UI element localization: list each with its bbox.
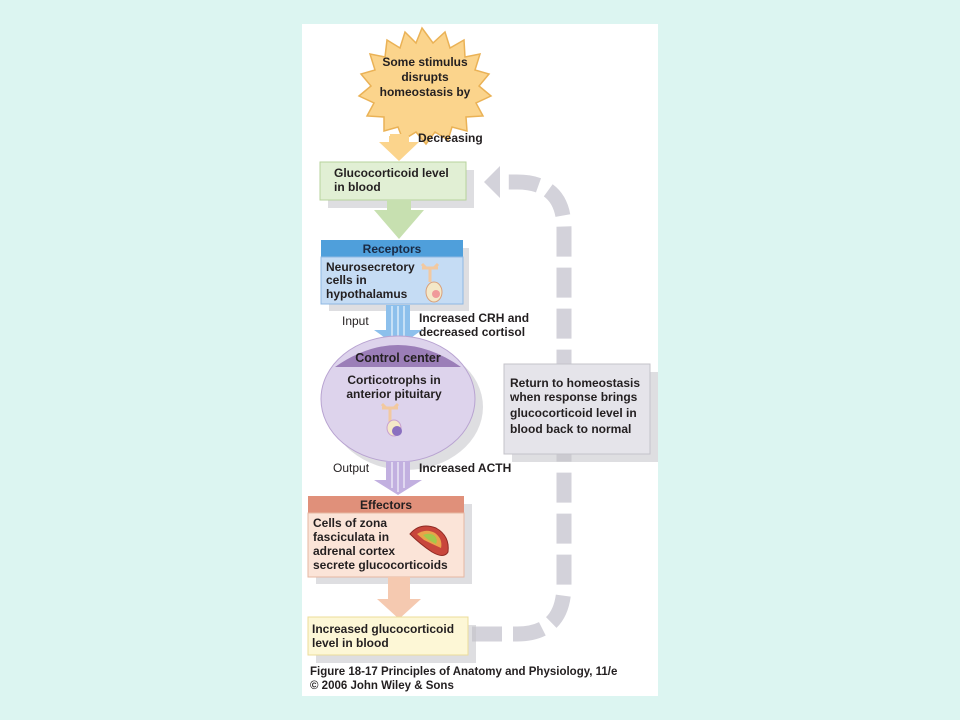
return-to-homeostasis-box [503, 363, 651, 455]
arrow-level-to-receptors [374, 200, 424, 239]
receptors-header-bar [321, 240, 463, 257]
return-box-line-2: when response brings [509, 390, 638, 404]
effectors-line-4: secrete glucocorticoids [313, 558, 448, 572]
receptors-header: Receptors [363, 242, 422, 256]
receptors-line-3: hypothalamus [326, 287, 408, 301]
increased-glucocorticoid-box [307, 616, 469, 656]
neurosecretory-cell-icon [420, 262, 443, 303]
result-box-line-2: level in blood [312, 636, 389, 650]
figure-caption-copyright: © 2006 John Wiley & Sons [310, 680, 454, 692]
input-signal-line-1: Increased CRH and [419, 311, 529, 325]
stimulus-line-1: Some stimulus [382, 55, 468, 69]
return-box-line-3: glucocorticoid level in [510, 406, 637, 420]
effectors-line-3: adrenal cortex [313, 544, 395, 558]
receptors-line-1: Neurosecretory [326, 260, 415, 274]
feedback-loop-diagram: Some stimulus disrupts homeostasis by Gl… [307, 26, 654, 659]
arrow-stimulus-to-level [379, 136, 419, 161]
arrow-stimulus-to-level-shaft [390, 134, 408, 141]
glucocorticoid-level-box [319, 161, 467, 201]
receptors-line-2: cells in [326, 273, 367, 287]
level-box-line-1: Glucocorticoid level [334, 166, 449, 180]
level-box-line-2: in blood [334, 180, 381, 194]
arrow-control-to-effectors [374, 461, 422, 495]
effectors-header: Effectors [360, 498, 412, 512]
figure-caption: Figure 18-17 Principles of Anatomy and P… [310, 665, 617, 693]
corticotroph-cell-icon [380, 402, 402, 437]
control-center-header: Control center [355, 351, 441, 365]
stimulus-line-3: homeostasis by [380, 85, 471, 99]
figure-caption-title: Figure 18-17 Principles of Anatomy and P… [310, 666, 618, 678]
arrow-effectors-to-result [377, 577, 421, 619]
return-box-line-1: Return to homeostasis [510, 376, 640, 390]
control-center-line-1: Corticotrophs in [347, 373, 440, 387]
figure-panel: Some stimulus disrupts homeostasis by Gl… [302, 24, 658, 696]
effectors-line-1: Cells of zona [313, 516, 387, 530]
effectors-header-bar [308, 496, 464, 513]
return-box-line-4: blood back to normal [510, 422, 631, 436]
effectors-line-2: fasciculata in [313, 530, 389, 544]
input-signal-line-2: decreased cortisol [419, 325, 525, 339]
input-label: Input [342, 314, 369, 328]
adrenal-gland-icon [409, 525, 449, 556]
output-signal: Increased ACTH [419, 461, 511, 475]
result-box-line-1: Increased glucocorticoid [312, 622, 454, 636]
output-label: Output [333, 461, 370, 475]
control-center-line-2: anterior pituitary [346, 387, 442, 401]
decreasing-label: Decreasing [418, 131, 483, 145]
stimulus-line-2: disrupts [401, 70, 449, 84]
stimulus-starburst [357, 26, 493, 146]
control-center-header-band [335, 345, 461, 367]
